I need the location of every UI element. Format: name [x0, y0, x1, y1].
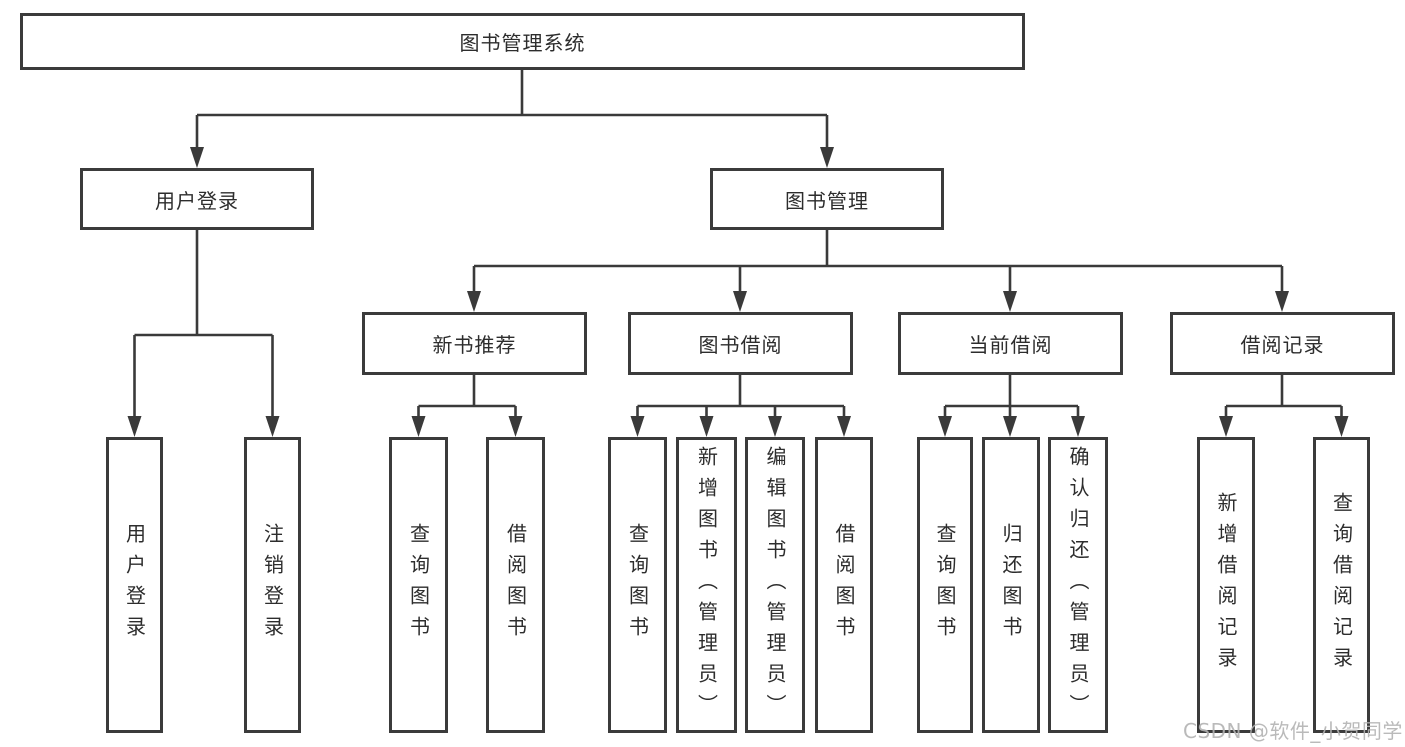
leaf-newbook-query: 查询图书	[389, 437, 448, 733]
node-book-management-label: 图书管理	[785, 188, 869, 213]
leaf-user-login: 用户登录	[106, 437, 163, 733]
node-new-book-recommend: 新书推荐	[362, 312, 587, 375]
leaf-current-return: 归还图书	[982, 437, 1040, 733]
node-user-login: 用户登录	[80, 168, 314, 230]
leaf-logout-label: 注销登录	[260, 523, 285, 647]
leaf-borrow-query-label: 查询图书	[625, 523, 650, 647]
node-borrow-record: 借阅记录	[1170, 312, 1395, 375]
leaf-record-query: 查询借阅记录	[1313, 437, 1370, 733]
leaf-current-confirm-admin-label: 确认归还（管理员）	[1066, 445, 1090, 725]
leaf-current-query-label: 查询图书	[933, 523, 957, 647]
leaf-current-return-label: 归还图书	[999, 523, 1023, 647]
node-new-book-recommend-label: 新书推荐	[432, 333, 517, 357]
leaf-current-query: 查询图书	[917, 437, 973, 733]
leaf-borrow-edit-admin: 编辑图书（管理员）	[745, 437, 805, 733]
node-user-login-label: 用户登录	[155, 188, 239, 213]
leaf-logout: 注销登录	[244, 437, 301, 733]
leaf-borrow-book-label: 借阅图书	[832, 523, 856, 647]
node-current-borrow: 当前借阅	[898, 312, 1123, 375]
node-root-label: 图书管理系统	[459, 31, 586, 55]
node-current-borrow-label: 当前借阅	[968, 333, 1053, 357]
leaf-borrow-edit-admin-label: 编辑图书（管理员）	[763, 445, 787, 725]
leaf-borrow-query: 查询图书	[608, 437, 667, 733]
node-book-borrow-label: 图书借阅	[698, 333, 783, 357]
leaf-newbook-borrow-label: 借阅图书	[503, 523, 528, 647]
node-borrow-record-label: 借阅记录	[1240, 333, 1325, 357]
arrowheads	[127, 147, 1349, 437]
node-root-system: 图书管理系统	[20, 13, 1025, 70]
csdn-watermark: CSDN @软件_小贺同学	[1183, 719, 1403, 743]
leaf-newbook-query-label: 查询图书	[406, 523, 431, 647]
leaf-borrow-add-admin: 新增图书（管理员）	[676, 437, 737, 733]
node-book-borrow: 图书借阅	[628, 312, 853, 375]
leaf-current-confirm-admin: 确认归还（管理员）	[1048, 437, 1108, 733]
leaf-newbook-borrow: 借阅图书	[486, 437, 545, 733]
leaf-record-add: 新增借阅记录	[1197, 437, 1255, 733]
leaf-record-query-label: 查询借阅记录	[1329, 492, 1354, 678]
leaf-user-login-label: 用户登录	[122, 523, 147, 647]
node-book-management: 图书管理	[710, 168, 944, 230]
leaf-record-add-label: 新增借阅记录	[1214, 492, 1238, 678]
leaf-borrow-add-admin-label: 新增图书（管理员）	[694, 445, 719, 725]
leaf-borrow-book: 借阅图书	[815, 437, 873, 733]
